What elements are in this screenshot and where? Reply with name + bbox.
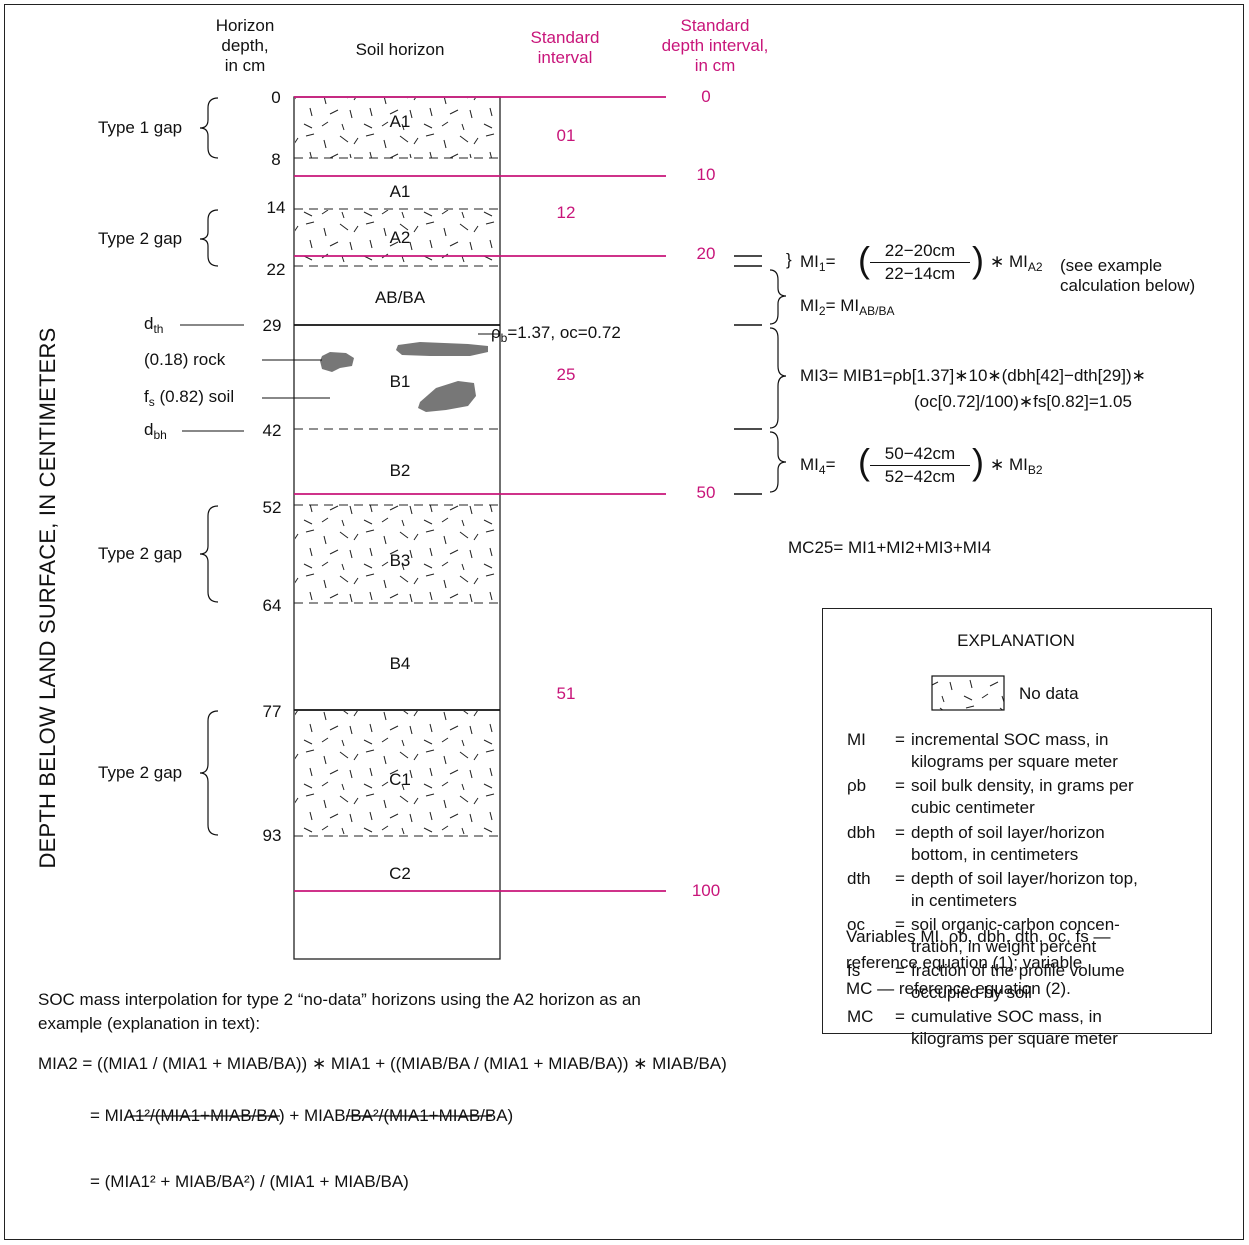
mi4-brace	[769, 431, 787, 493]
mi1-paren-open: (	[858, 239, 870, 280]
interpolation-intro: SOC mass interpolation for type 2 “no-da…	[38, 990, 641, 1033]
horizon-a1-lower: A1	[389, 182, 411, 201]
interpolation-eq1: MIA2 = ((MIA1 / (MIA1 + MIAB/BA)) ∗ MIA1…	[38, 1054, 727, 1073]
type2-gap-brace-c1	[199, 710, 219, 836]
horizon-b4: B4	[389, 654, 411, 673]
standard-depth-10: 10	[696, 165, 716, 184]
interval-01: 01	[556, 126, 576, 145]
rock-1	[320, 352, 354, 372]
depth-42: 42	[262, 421, 282, 440]
horizon-b3: B3	[389, 551, 411, 570]
bulk-density-label: ρb=1.37, oc=0.72	[491, 323, 621, 345]
interpolation-eq2: = MIA1²/(MIA1+MIAB/BA) + MIAB/BA²/(MIA1+…	[90, 1106, 514, 1125]
horizon-a2: A2	[389, 228, 411, 247]
type2-gap-brace-b3	[199, 505, 219, 603]
depth-29: 29	[262, 316, 282, 335]
mi4-rhs: ∗ MIB2	[990, 455, 1043, 477]
horizon-b2: B2	[389, 461, 411, 480]
mi4-paren-close: )	[972, 441, 984, 482]
horizon-ab-ba: AB/BA	[374, 288, 426, 307]
mi1-rhs: ∗ MIA2	[990, 252, 1043, 274]
dbh-label: dbh	[144, 420, 167, 442]
horizon-a1-upper: A1	[389, 112, 411, 131]
depth-77: 77	[262, 702, 282, 721]
standard-depth-50: 50	[696, 483, 716, 502]
depth-0: 0	[271, 88, 281, 107]
soil-fraction-label: fs (0.82) soil	[144, 387, 235, 409]
mi3-equation-line1: MI3= MIB1=ρb[1.37]∗10∗(dbh[42]−dth[29])∗	[800, 366, 1146, 385]
gap-type2-c1: Type 2 gap	[98, 763, 183, 782]
no-data-a1	[295, 98, 499, 158]
type1-gap-brace	[199, 97, 219, 159]
no-data-swatch	[931, 675, 1005, 711]
mi4-lhs: MI4=	[800, 455, 836, 477]
mi3-brace	[769, 327, 787, 429]
depth-64: 64	[262, 596, 282, 615]
interval-25: 25	[556, 365, 576, 384]
horizon-c1: C1	[389, 770, 411, 789]
mi1-paren-close: )	[972, 239, 984, 280]
depth-8: 8	[271, 150, 281, 169]
mi2-equation: MI2= MIAB/BA	[800, 296, 895, 318]
mc25-equation: MC25= MI1+MI2+MI3+MI4	[788, 538, 992, 557]
depth-93: 93	[262, 826, 282, 845]
mi4-paren-open: (	[858, 441, 870, 482]
explanation-box: EXPLANATION No data MI= incremental SOC …	[822, 608, 1212, 1048]
depth-52: 52	[262, 498, 282, 517]
type2-gap-brace-a2	[199, 209, 219, 267]
gap-type2-b3: Type 2 gap	[98, 544, 183, 563]
gap-type1: Type 1 gap	[98, 118, 183, 137]
mi2-brace	[769, 269, 787, 325]
depth-22: 22	[266, 260, 286, 279]
figure-frame	[4, 4, 1244, 1240]
gap-type2-a2: Type 2 gap	[98, 229, 183, 248]
interval-51: 51	[556, 684, 576, 703]
no-data-label: No data	[1019, 684, 1079, 703]
horizon-b1: B1	[389, 372, 411, 391]
interpolation-eq3: = (MIA1² + MIAB/BA²) / (MIA1 + MIAB/BA)	[90, 1172, 409, 1191]
mi1-lhs: MI1=	[800, 252, 836, 274]
header-soil-horizon: Soil horizon	[355, 40, 445, 59]
rock-label: (0.18) rock	[144, 350, 226, 369]
rock-2	[396, 342, 488, 356]
standard-depth-0: 0	[701, 87, 711, 106]
standard-depth-20: 20	[696, 244, 716, 263]
mi3-equation-line2: (oc[0.72]/100)∗fs[0.82]=1.05	[914, 392, 1132, 411]
explanation-title: EXPLANATION	[957, 631, 1075, 650]
no-data-c1	[295, 711, 499, 835]
dth-label: dth	[144, 314, 164, 336]
interval-12: 12	[556, 203, 576, 222]
mi1-brace-mark: }	[786, 250, 792, 269]
standard-depth-100: 100	[691, 881, 721, 900]
depth-14: 14	[266, 198, 286, 217]
rock-3	[418, 381, 476, 412]
horizon-c2: C2	[389, 864, 411, 883]
no-data-b3	[295, 505, 499, 603]
explanation-footer: Variables MI, ρb, dbh, dth, oc, fs —refe…	[846, 927, 1111, 998]
